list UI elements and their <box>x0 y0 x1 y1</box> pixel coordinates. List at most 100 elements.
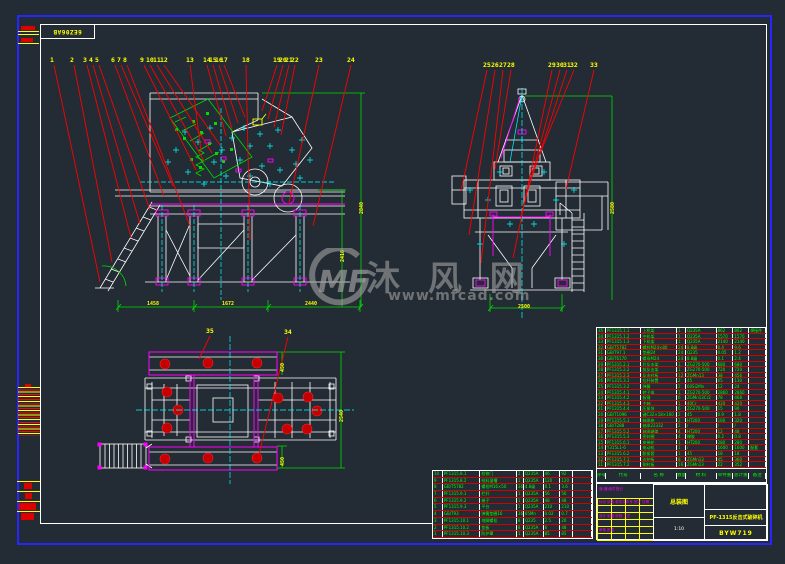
scale-value: 1:10 <box>673 526 685 532</box>
bom-cell: 4 <box>433 511 443 517</box>
bom-cell: 单件重 <box>717 472 734 479</box>
revision-line <box>17 491 40 492</box>
bom-cell: 12 <box>717 428 734 434</box>
bom-cell: 14 <box>597 445 606 451</box>
callout-7: 7 <box>117 56 121 64</box>
bom-cell: 18 <box>717 451 734 456</box>
bom-cell <box>749 400 766 406</box>
leader-line <box>120 64 174 187</box>
bom-cell: 65Mn <box>524 511 544 517</box>
title-block-note: 借(通)用件登记 <box>599 487 623 491</box>
bom-cell: 90 <box>733 406 750 411</box>
leader-line <box>288 64 320 204</box>
bom-cell: 36 <box>517 511 524 517</box>
bom-cell: 侧衬板 <box>641 462 678 467</box>
bom-cell: PF1315.6.1 <box>606 439 642 445</box>
bom-cell: 1 <box>517 531 524 537</box>
bom-cell: 120 <box>560 477 574 484</box>
bom-cell: 1 <box>517 504 524 511</box>
bom-cell: 680 <box>717 361 734 367</box>
bom-cell: 检修门 <box>480 471 517 477</box>
bom-cell: 备注 <box>749 472 766 479</box>
bom-cell <box>749 378 766 383</box>
bom-cell <box>749 451 766 456</box>
bom-cell: 320 <box>733 417 750 423</box>
front-view <box>95 92 350 292</box>
bom-cell: ZG270-500 <box>686 406 717 411</box>
bom-cell: 34 <box>597 333 606 339</box>
bom-cell: PF1315.1.3 <box>606 339 642 344</box>
bom-cell: 1 <box>677 361 686 367</box>
bom-cell: 2 <box>677 411 686 417</box>
bom-cell: 栏杆 <box>480 491 517 497</box>
bom-cell: 56 <box>544 491 561 497</box>
bom-cell: 45 <box>686 451 717 456</box>
leader-line <box>538 69 575 157</box>
bom-cell: 6 <box>433 497 443 504</box>
bom-cell: PF1315.9.1 <box>443 491 481 497</box>
bom-cell: / <box>686 445 717 451</box>
bom-cell: GB/T6170 <box>606 355 642 361</box>
leader-line <box>245 64 251 241</box>
bom-cell: PF1315.2.2 <box>606 367 642 372</box>
bom-cell: 板锤 <box>641 395 678 400</box>
revision-stamp <box>19 503 36 510</box>
bom-cell: 280 <box>717 439 734 445</box>
bom-cell: PF1315.3.2 <box>606 383 642 389</box>
bom-cell: 转子体 <box>641 389 678 395</box>
bom-cell: 45 <box>717 456 734 462</box>
bom-cell: 下机架 <box>641 339 678 344</box>
callout-8: 8 <box>123 56 127 64</box>
callout-15: 15 <box>209 56 217 64</box>
bom-cell: 橡胶 <box>686 434 717 439</box>
bom-cell: 弹簧垫圈16 <box>480 511 517 517</box>
bom-cell <box>749 355 766 361</box>
callout-32: 32 <box>570 61 578 69</box>
bom-cell: 22 <box>717 462 734 467</box>
bom-cell: GB/T97.1 <box>606 350 642 355</box>
bom-cell: PF1315.4.2 <box>606 395 642 400</box>
bom-cell: PF1315.5.1 <box>606 417 642 423</box>
front-view-green-parts <box>101 92 365 312</box>
bom-cell: Q235A <box>686 328 717 333</box>
bom-cell: 2 <box>517 471 524 477</box>
bom-cell: GB/T93 <box>443 511 481 517</box>
bom-cell: 32 <box>597 344 606 350</box>
bom-cell: 1 <box>517 491 524 497</box>
bom-cell: 序号 <box>597 472 606 479</box>
bom-cell: 21 <box>597 406 606 411</box>
bom-cell: PF1315.5.3 <box>606 434 642 439</box>
callout-33: 33 <box>590 61 598 69</box>
bom-cell: 弹簧 <box>641 383 678 389</box>
bom-cell: 27 <box>597 372 606 378</box>
inner-frame-bottom <box>40 523 432 524</box>
plan-view-magenta-parts <box>97 351 278 471</box>
bom-cell: Q235A <box>686 339 717 344</box>
bom-cell: 6 <box>677 406 686 411</box>
bom-cell: 7 <box>433 491 443 497</box>
callout-22: 22 <box>291 56 299 64</box>
drawing-type-cell: 总装图 <box>653 484 705 518</box>
bom-cell: 24 <box>733 383 750 389</box>
callout-2: 2 <box>70 56 74 64</box>
bom-cell: 20 <box>560 517 574 524</box>
bom-cell: GB/T5782 <box>443 484 481 491</box>
bom-cell: ZGMn13 <box>686 456 717 462</box>
bom-cell: PF1315.4.4 <box>606 406 642 411</box>
bom-cell: 85 <box>544 531 561 537</box>
bom-cell: 0.1 <box>717 355 734 361</box>
bom-cell: 2860 <box>717 389 734 395</box>
bom-cell: 46 <box>544 471 561 477</box>
dimension-label: 1672 <box>222 301 235 307</box>
bom-cell: 720 <box>717 367 734 372</box>
revision-stamp <box>25 384 31 387</box>
bom-cell: GB/T288 <box>606 423 642 428</box>
bom-cell: 862 <box>717 328 734 333</box>
bom-cell: 数量 <box>677 472 686 479</box>
